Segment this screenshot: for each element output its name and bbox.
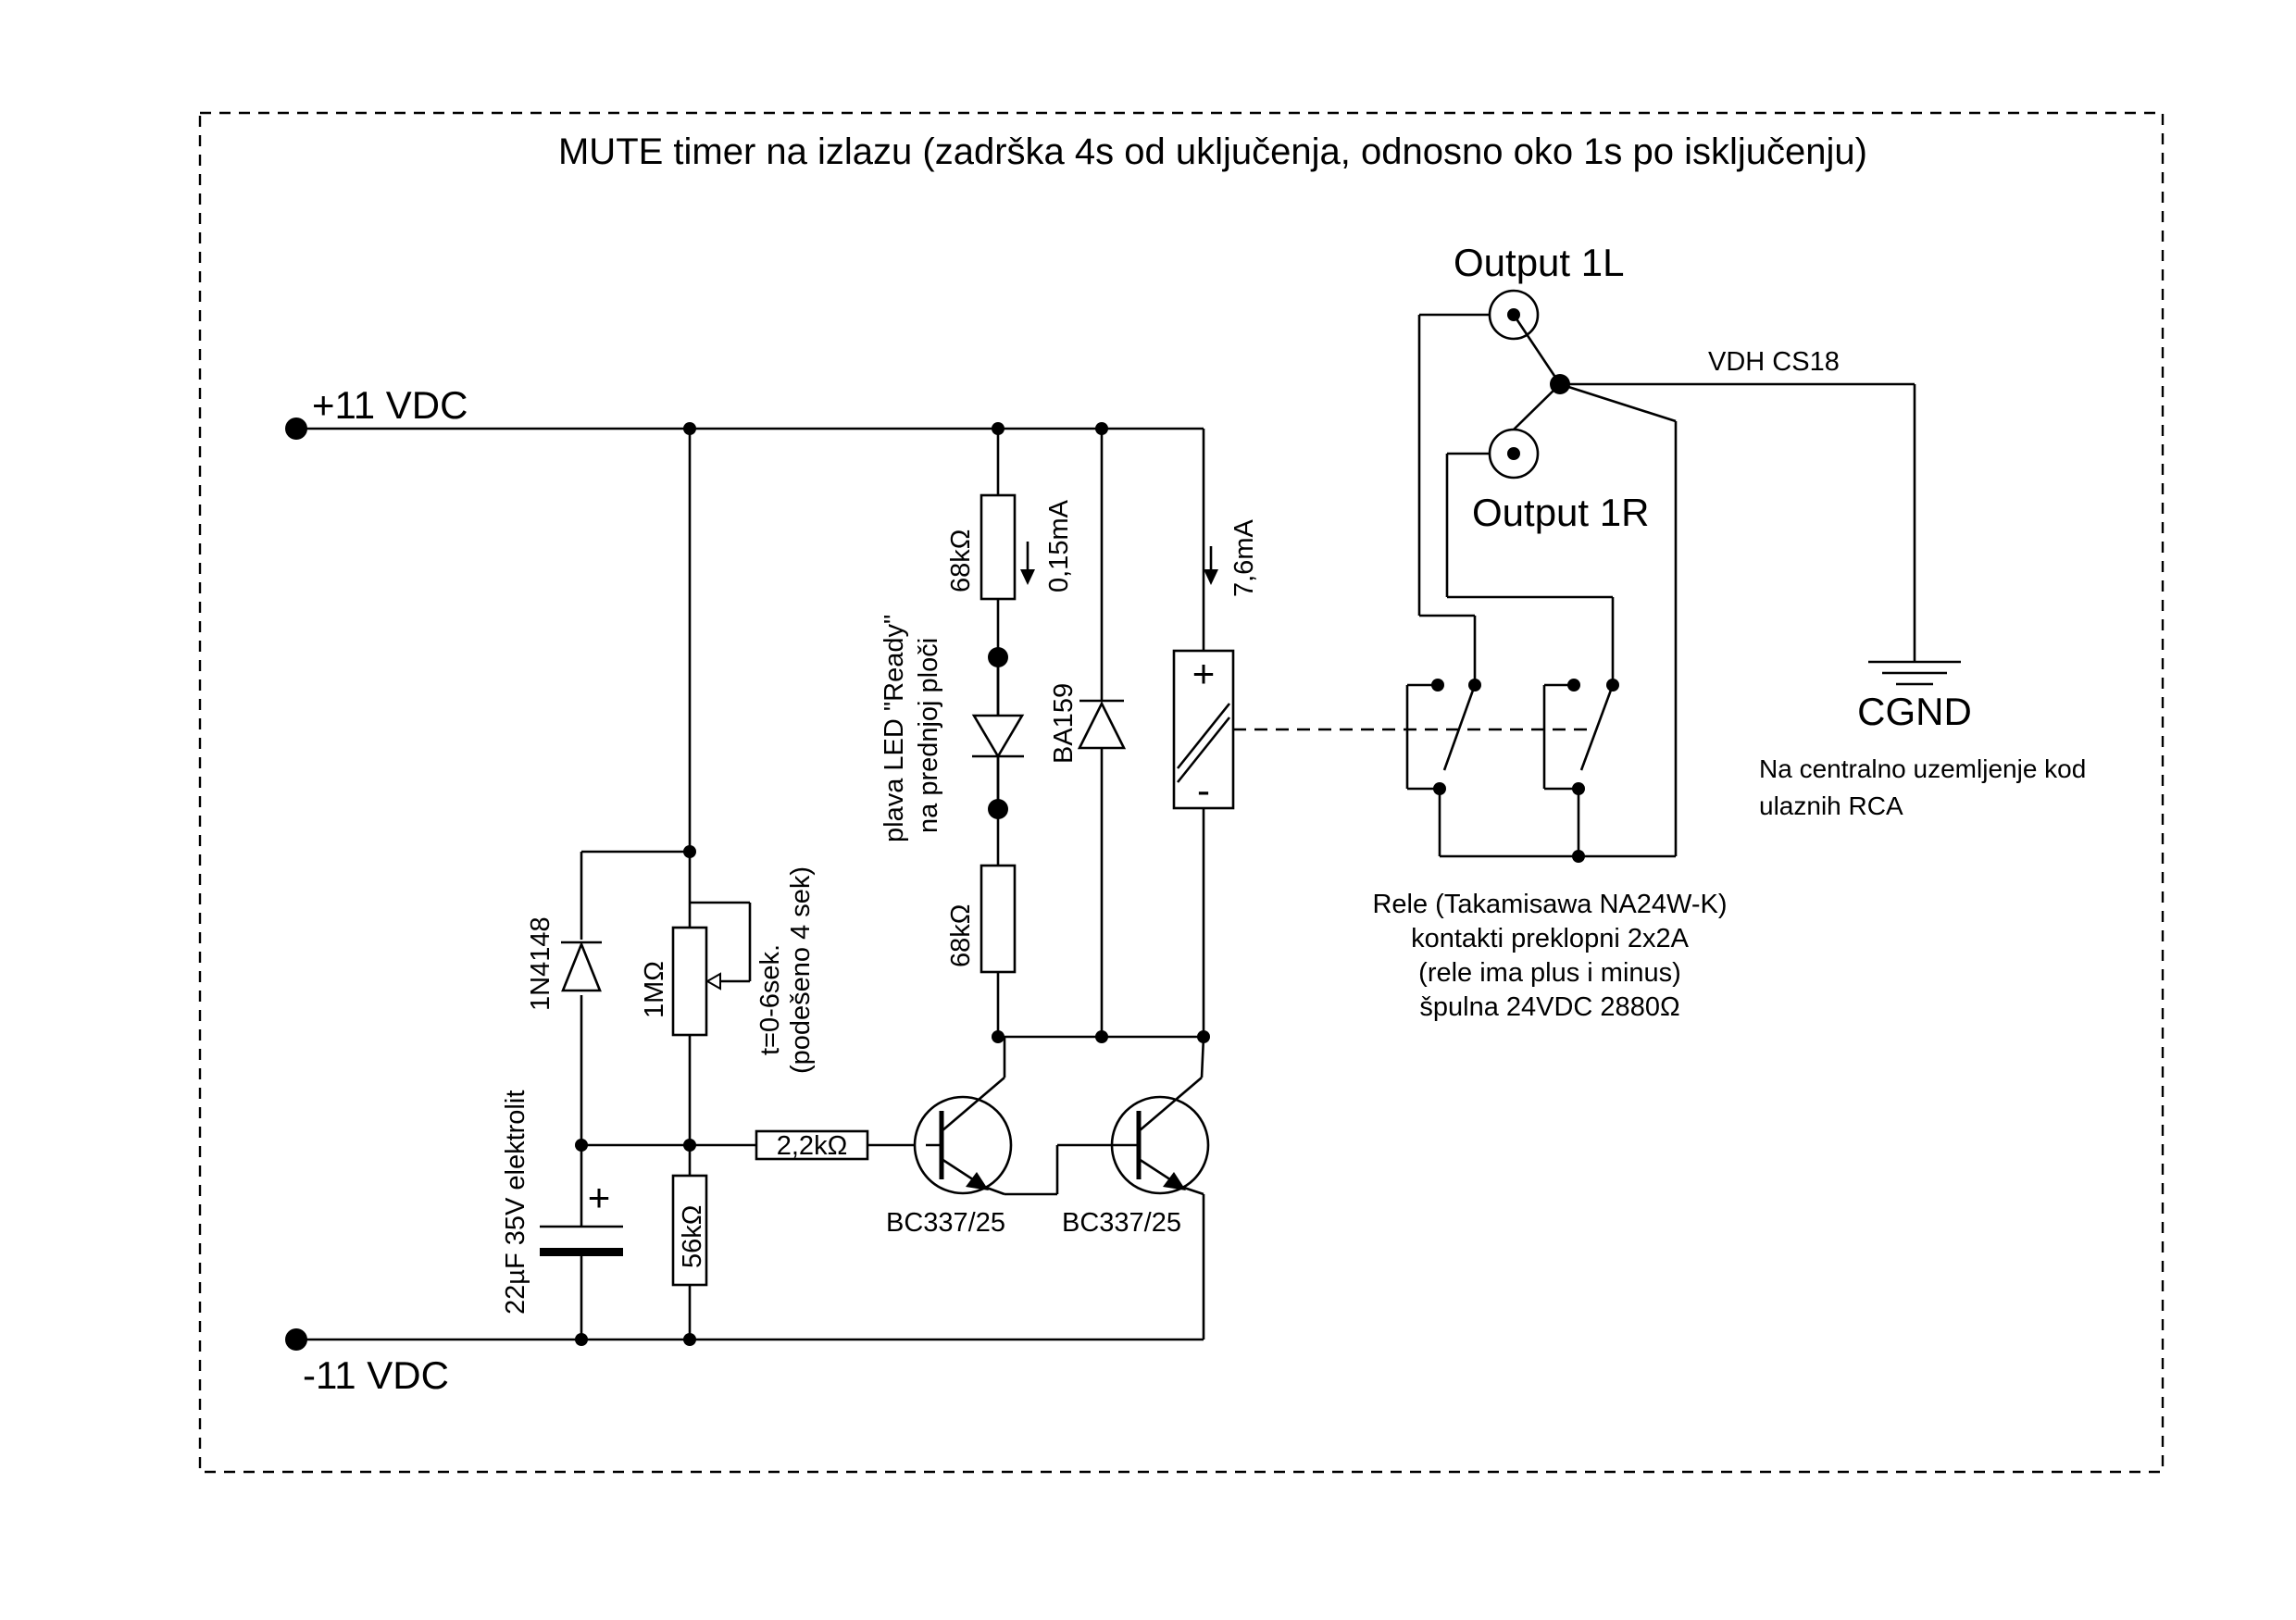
transistor-q1 <box>913 1037 1013 1196</box>
ground-note-2: ulaznih RCA <box>1759 791 1903 820</box>
rail-negative-label: -11 VDC <box>303 1353 449 1397</box>
output-1l-jack <box>1488 289 1562 385</box>
ground-note-1: Na centralno uzemljenje kod <box>1759 754 2086 783</box>
timing-network <box>575 422 926 1346</box>
ground-label: CGND <box>1857 690 1972 733</box>
coil-plus: + <box>1192 652 1216 695</box>
ground-symbol <box>1868 660 1961 686</box>
coil-minus: - <box>1197 768 1210 812</box>
relay-note-2: kontakti preklopni 2x2A <box>1411 924 1689 953</box>
rail-positive <box>285 417 1204 440</box>
diagram-title: MUTE timer na izlazu (zadrška 4s od uklj… <box>558 131 1867 172</box>
current-coil-label: 7,6mA <box>1229 519 1259 597</box>
current-arrow-led <box>1020 542 1035 585</box>
resistor-2k2 <box>755 1129 869 1161</box>
transistor-q1-label: BC337/25 <box>886 1208 1005 1238</box>
resistor-2k2-label: 2,2kΩ <box>777 1131 848 1161</box>
cable-label: VDH CS18 <box>1708 347 1840 377</box>
darlington-link <box>1004 1036 1205 1340</box>
relay-contacts <box>1405 313 1678 863</box>
relay-note-3: (rele ima plus i minus) <box>1418 958 1681 988</box>
current-arrow-coil <box>1204 546 1218 585</box>
output-1r-jack <box>1488 383 1561 480</box>
transistor-q2 <box>1110 1077 1210 1196</box>
capacitor-plus: + <box>588 1176 611 1219</box>
diode-1n4148 <box>561 941 602 992</box>
resistor-68k-bottom <box>980 864 1017 974</box>
resistor-68k-top-label: 68kΩ <box>946 530 976 592</box>
output-1l-label: Output 1L <box>1454 241 1624 284</box>
capacitor-label: 22µF 35V elektrolit <box>501 1090 530 1315</box>
resistor-68k-top <box>980 493 1017 601</box>
relay-note-1: Rele (Takamisawa NA24W-K) <box>1372 890 1727 919</box>
diode-ba159 <box>1077 422 1127 1043</box>
potentiometer-label: 1MΩ <box>640 961 669 1018</box>
rail-negative <box>285 1328 1204 1351</box>
rail-positive-label: +11 VDC <box>312 383 468 427</box>
led-note-1: plava LED "Ready" <box>880 615 909 842</box>
blue-led <box>971 657 1025 809</box>
current-led-label: 0,15mA <box>1044 499 1074 592</box>
led-note-2: na prednjoj ploči <box>914 638 943 833</box>
dashed-frame <box>198 111 2165 1474</box>
transistor-q2-label: BC337/25 <box>1062 1208 1181 1238</box>
relay-coil <box>1172 429 1235 1043</box>
potentiometer-1m <box>671 901 752 1037</box>
ground-wire <box>1550 374 1916 662</box>
output-1r-label: Output 1R <box>1472 491 1649 534</box>
resistor-56k <box>671 1174 708 1287</box>
resistor-56k-label: 56kΩ <box>678 1205 707 1268</box>
diode-ba159-label: BA159 <box>1049 683 1079 764</box>
resistor-68k-bottom-label: 68kΩ <box>946 904 976 967</box>
relay-note-4: špulna 24VDC 2880Ω <box>1419 992 1679 1022</box>
pot-note-2: (podešeno 4 sek) <box>786 866 816 1074</box>
capacitor-22uf <box>540 1225 623 1256</box>
pot-note-1: t=0-6sek. <box>755 944 785 1055</box>
diode-1n4148-label: 1N4148 <box>526 916 555 1011</box>
